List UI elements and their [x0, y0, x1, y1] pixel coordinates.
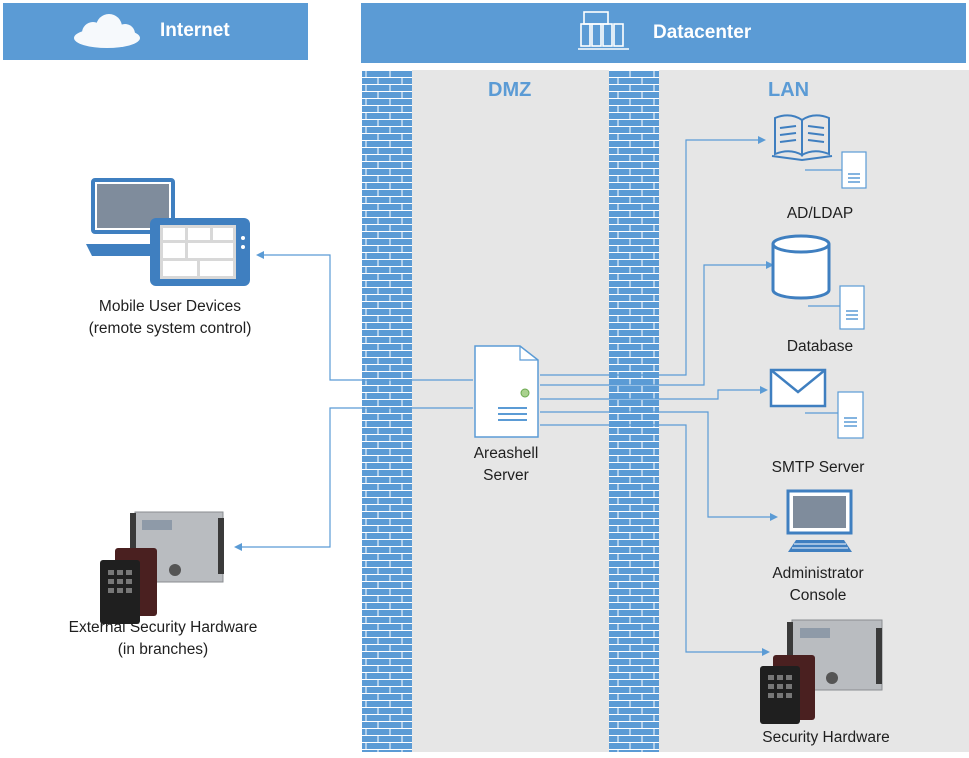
- admin-console-line1: Administrator: [772, 565, 864, 582]
- areashell-server-label: Areashell Server: [446, 443, 566, 487]
- mobile-devices-line2: (remote system control): [88, 320, 252, 337]
- external-hardware-line1: External Security Hardware: [68, 619, 258, 636]
- directory-book-icon: [771, 114, 833, 162]
- smtp-server-label: SMTP Server: [771, 459, 865, 476]
- admin-console-label: Administrator Console: [748, 563, 888, 607]
- connector-smtp: [540, 389, 762, 400]
- external-security-hardware-icon: [100, 511, 224, 624]
- datacenter-icon: [578, 11, 629, 50]
- arrowheads: [234, 136, 778, 656]
- lan-label: LAN: [768, 79, 810, 101]
- database-icon: [771, 234, 831, 300]
- connector-external-hw: [240, 407, 473, 548]
- datacenter-title: Datacenter: [653, 22, 752, 43]
- areashell-server-line1: Areashell: [473, 445, 539, 462]
- internet-banner: Internet: [3, 3, 308, 60]
- database-label: Database: [786, 338, 854, 355]
- mobile-devices-line1: Mobile User Devices: [98, 298, 242, 315]
- admin-console-line2: Console: [789, 587, 847, 604]
- smtp-server-icon: [805, 391, 864, 439]
- lan-firewall: [609, 70, 659, 752]
- cloud-icon: [74, 14, 140, 48]
- security-hardware-label: Security Hardware: [762, 729, 890, 746]
- admin-console-icon: [786, 489, 853, 552]
- connectors: [240, 139, 772, 653]
- ad-server-icon: [805, 151, 867, 189]
- connector-mobile: [262, 254, 473, 381]
- internet-title: Internet: [160, 20, 230, 41]
- ad-ldap-label: AD/LDAP: [786, 205, 854, 222]
- connector-ad: [540, 139, 760, 376]
- tablet-icon: [150, 218, 250, 286]
- database-server-icon: [808, 285, 865, 330]
- envelope-icon: [769, 368, 827, 408]
- dmz-label: DMZ: [488, 79, 532, 101]
- datacenter-banner: Datacenter: [361, 3, 966, 63]
- connector-admin: [540, 411, 772, 518]
- connector-security-hw: [540, 424, 764, 653]
- dmz-firewall: [362, 70, 412, 752]
- connector-database: [540, 264, 768, 386]
- areashell-server-icon: [474, 345, 539, 438]
- security-hardware-icon: [760, 619, 883, 724]
- areashell-server-line2: Server: [483, 467, 529, 484]
- mobile-devices-label: Mobile User Devices (remote system contr…: [55, 296, 285, 340]
- external-hardware-label: External Security Hardware (in branches): [43, 617, 283, 661]
- external-hardware-line2: (in branches): [117, 641, 209, 658]
